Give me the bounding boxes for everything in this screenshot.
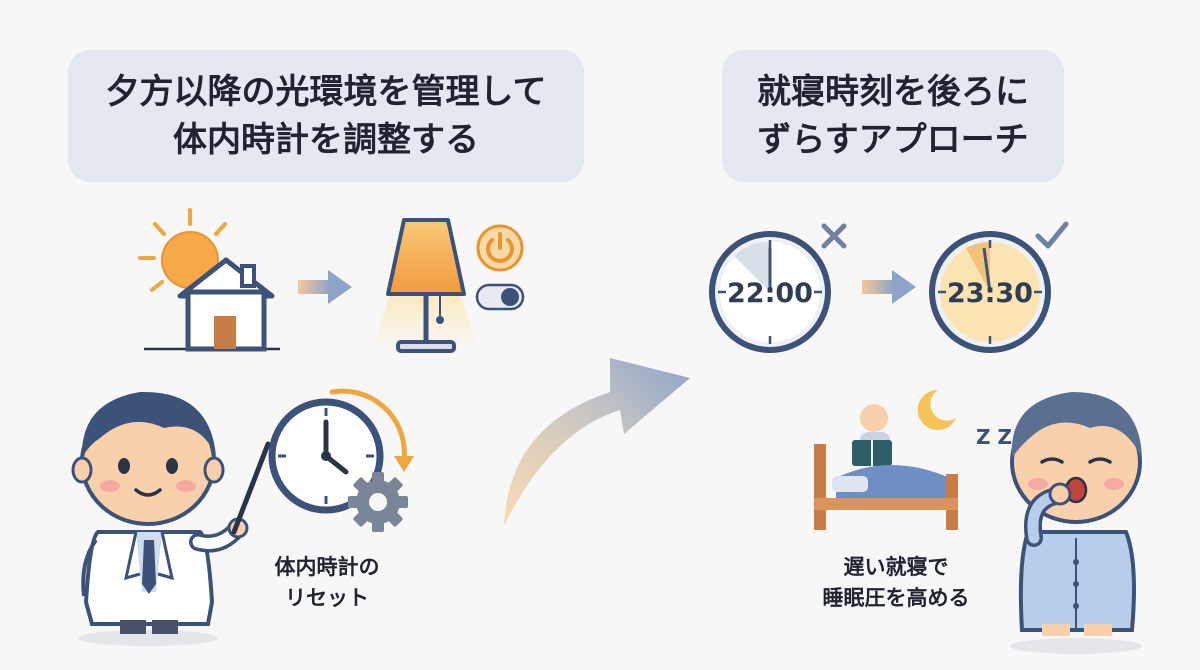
right-title-line1: 就寝時刻を後ろに [757,72,1029,112]
doctor-character [71,391,271,646]
clock-after: 23:30 [929,221,1069,353]
cross-icon [821,223,847,249]
left-caption-line2: リセット [285,586,369,610]
sleepy-person-character: Z Z [976,392,1142,654]
toggle-switch-icon [475,283,525,311]
clock-before-label: 22:00 [727,278,813,309]
left-title-line2: 体内時計を調整する [173,120,479,160]
desk-lamp-icon [372,218,478,353]
right-caption: 遅い就寝で 睡眠圧を高める [796,552,996,614]
moon-icon [917,389,956,430]
left-caption-line1: 体内時計の [274,555,380,579]
clock-before: 22:00 [709,223,847,353]
right-title-box: 就寝時刻を後ろに ずらすアプローチ [722,50,1064,182]
left-title-line1: 夕方以降の光環境を管理して [105,72,547,112]
bed-reading-icon [814,389,958,530]
power-button-icon [476,224,524,272]
sunset-house-icon [138,208,280,352]
right-caption-line1: 遅い就寝で [843,555,949,579]
clock-after-label: 23:30 [947,278,1033,309]
reset-clock-icon [268,388,414,532]
right-caption-line2: 睡眠圧を高める [822,586,970,610]
left-title-box: 夕方以降の光環境を管理して 体内時計を調整する [68,50,584,182]
left-caption: 体内時計の リセット [252,552,402,614]
sleep-z-icon: Z Z [976,425,1012,449]
transition-arrow-icon [504,358,690,526]
arrow-right-icon-2 [862,270,916,304]
check-icon [1035,221,1069,249]
right-title-line2: ずらすアプローチ [757,120,1029,160]
arrow-right-icon [298,270,352,304]
